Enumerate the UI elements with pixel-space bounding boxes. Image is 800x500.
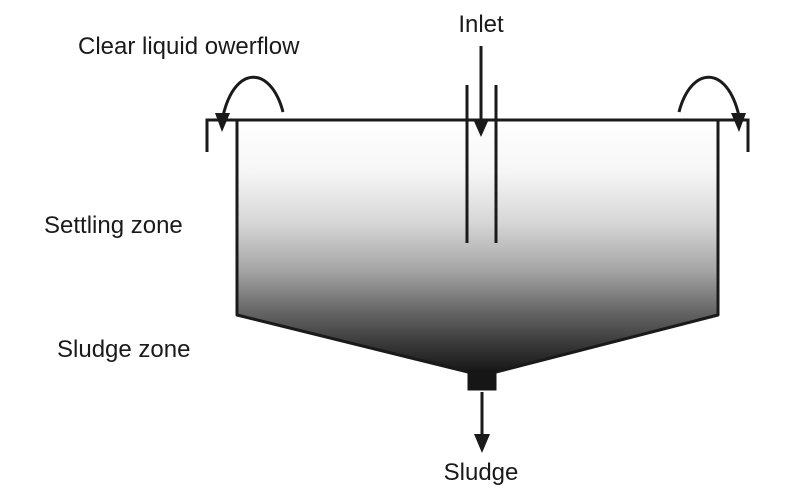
inlet-pipe <box>465 85 498 243</box>
overflow-label: Clear liquid owerflow <box>78 33 300 60</box>
inlet-label: Inlet <box>458 11 504 38</box>
inlet-arrow-icon <box>473 46 489 137</box>
sludge-zone-label: Sludge zone <box>57 336 191 363</box>
sludge-arrow-icon <box>474 392 490 453</box>
tank-body <box>235 118 720 374</box>
sludge-label: Sludge <box>443 459 519 486</box>
settling-zone-label: Settling zone <box>44 212 183 239</box>
sludge-outlet <box>467 369 497 391</box>
right-overflow-weir <box>718 118 750 152</box>
left-overflow-arrow-icon <box>215 75 285 132</box>
right-overflow-arrow-icon <box>677 75 746 132</box>
